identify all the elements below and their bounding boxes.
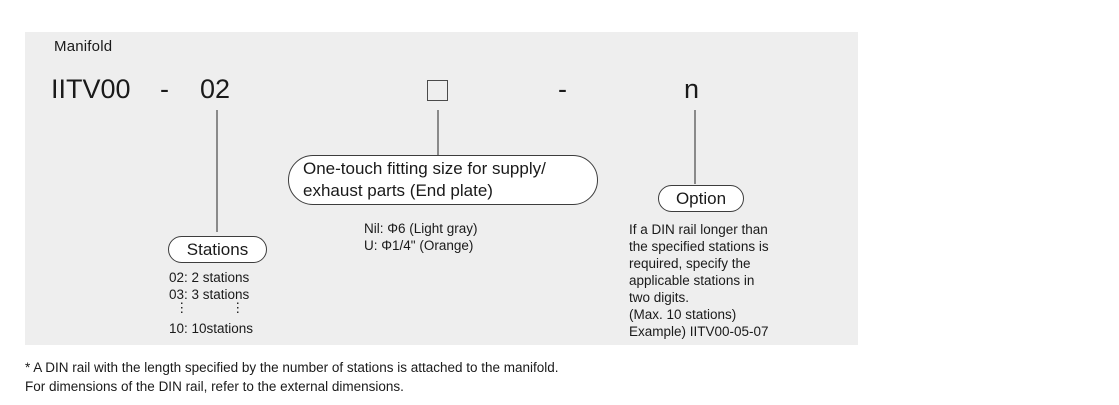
- list-item: 02: 2 stations: [169, 270, 250, 285]
- part-number-separator-2: -: [558, 74, 567, 104]
- callout-fitting-size: One-touch fitting size for supply/ exhau…: [288, 155, 598, 205]
- part-number-fitting-placeholder-box: [427, 80, 448, 101]
- leader-line-option: [694, 110, 696, 184]
- part-number-option-code: n: [684, 74, 700, 104]
- fitting-size-options-list: Nil: Φ6 (Light gray) U: Φ1/4" (Orange): [364, 221, 478, 253]
- footnote: * A DIN rail with the length specified b…: [25, 360, 559, 394]
- list-item: 03: 3 stations: [169, 287, 250, 302]
- list-item: 10: 10stations: [169, 321, 254, 336]
- callout-fitting-size-label: One-touch fitting size for supply/ exhau…: [303, 159, 546, 200]
- part-number-model: IITV00: [51, 74, 131, 104]
- leader-line-stations: [216, 110, 218, 232]
- option-description: If a DIN rail longer than the specified …: [629, 222, 769, 339]
- stations-options-list: 02: 2 stations 03: 3 stations ⋮ ⋮ 10: 10…: [169, 269, 253, 337]
- leader-line-fitting: [437, 110, 439, 156]
- stations-ellipsis-row: ⋮ ⋮: [169, 300, 253, 320]
- callout-option: Option: [658, 185, 744, 212]
- callout-option-label: Option: [675, 188, 727, 208]
- page-title: Manifold: [54, 38, 113, 55]
- callout-stations-label: Stations: [186, 239, 249, 259]
- vertical-ellipsis-icon: ⋮: [231, 300, 245, 315]
- callout-stations: Stations: [168, 236, 267, 263]
- vertical-ellipsis-icon: ⋮: [175, 300, 189, 315]
- part-number-separator-1: -: [160, 74, 169, 104]
- part-number-stations-code: 02: [200, 74, 231, 104]
